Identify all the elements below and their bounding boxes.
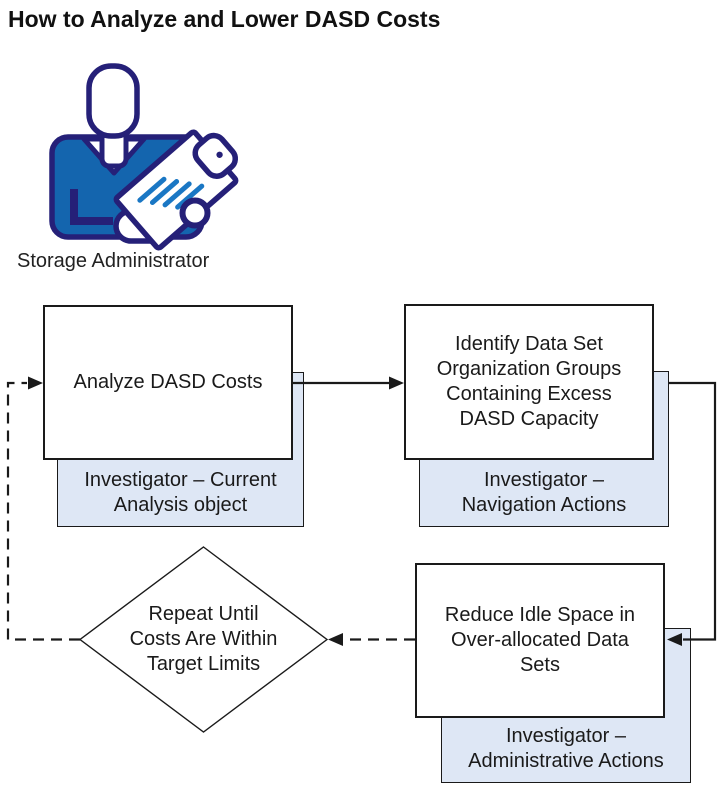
step-reduce-box: Reduce Idle Space in Over-allocated Data… xyxy=(415,563,665,718)
clipboard-handle xyxy=(179,197,211,229)
page-title: How to Analyze and Lower DASD Costs xyxy=(8,6,441,32)
storage-administrator-clipboard-icon xyxy=(49,63,239,251)
dashed-arrow-reduce-to-decision-head xyxy=(328,633,343,646)
tool-badge-reduce-label: Investigator – Administrative Actions xyxy=(468,725,664,772)
actor-arm xyxy=(70,189,113,225)
clipboard-icon xyxy=(113,129,239,251)
step-analyze-box: Analyze DASD Costs xyxy=(43,305,293,460)
arrow-analyze-to-identify-head xyxy=(389,376,404,390)
actor-head xyxy=(86,63,140,139)
tool-badge-analyze-label: Investigator – Current Analysis object xyxy=(84,469,277,516)
step-identify-box: Identify Data Set Organization Groups Co… xyxy=(404,304,654,460)
connector-identify-to-reduce xyxy=(668,381,717,641)
tool-badge-identify-label: Investigator – Navigation Actions xyxy=(461,469,627,516)
decision-diamond-label: Repeat Until Costs Are Within Target Lim… xyxy=(129,603,278,675)
dashed-loop-decision-to-analyze-head xyxy=(28,376,43,390)
actor-label: Storage Administrator xyxy=(17,250,210,272)
